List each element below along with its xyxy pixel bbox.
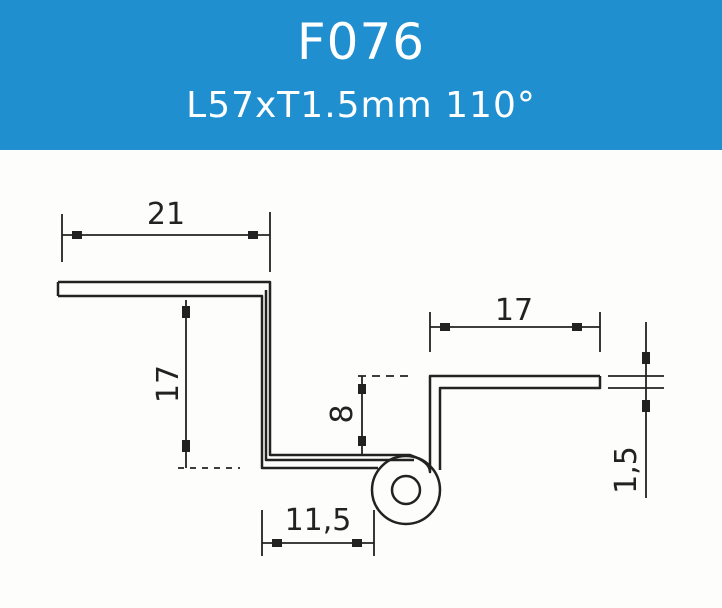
- header-banner: F076 L57xT1.5mm 110°: [0, 0, 722, 150]
- product-code: F076: [296, 13, 426, 71]
- hinge-drawing: 21 17 17 8 11,5 1,5: [56, 197, 664, 556]
- dim-label-top-width: 21: [147, 197, 185, 232]
- hinge-right-end: [438, 376, 602, 470]
- hinge-knuckle-outer: [370, 454, 442, 526]
- dim-label-left-height: 17: [151, 365, 186, 403]
- product-spec: L57xT1.5mm 110°: [186, 85, 536, 126]
- hinge-profile-inner: [58, 294, 378, 470]
- dim-label-middle-height: 8: [325, 404, 360, 423]
- dim-label-right-width: 17: [495, 293, 533, 328]
- hinge-knuckle-inner: [390, 474, 422, 506]
- dim-label-thickness: 1,5: [609, 446, 644, 494]
- dim-label-bottom-offset: 11,5: [285, 503, 352, 538]
- hinge-mid-line: [264, 290, 414, 462]
